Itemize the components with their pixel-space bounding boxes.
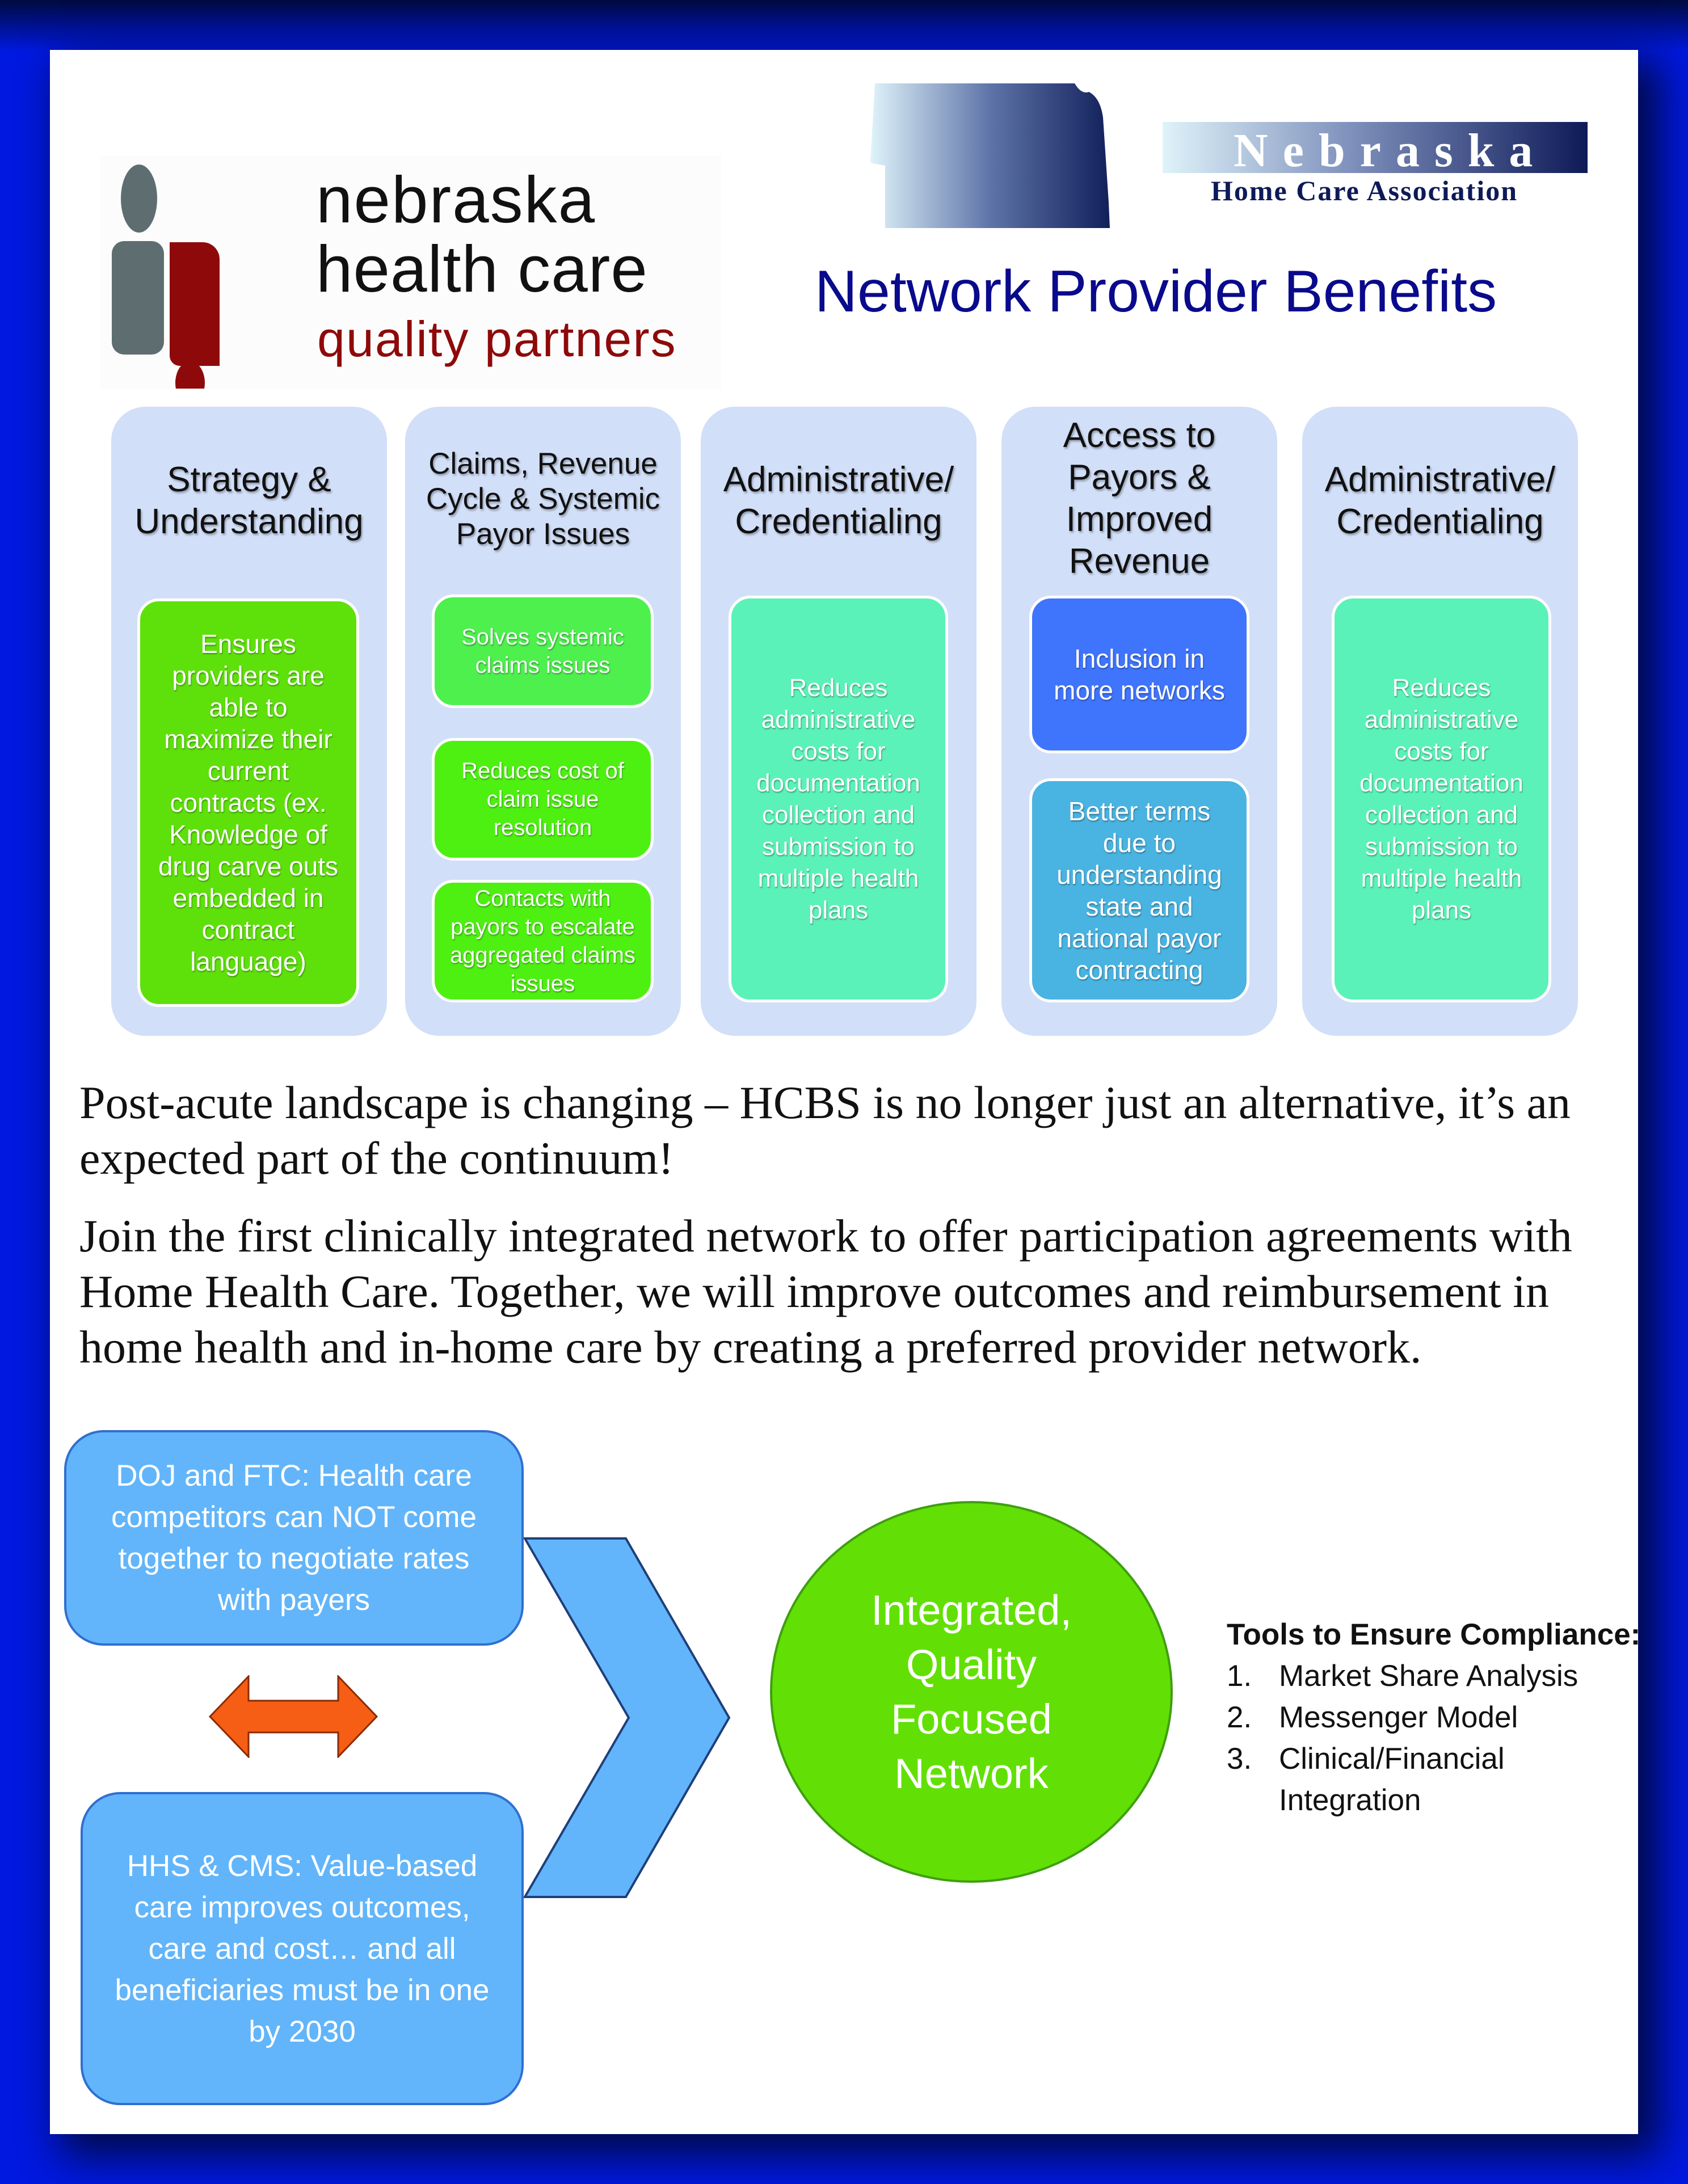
benefit-box: Reduces cost of claim issue resolution bbox=[432, 738, 654, 861]
column-heading: Access to Payors & Improved Revenue bbox=[1063, 416, 1216, 581]
column-heading: Administrative/ Credentialing bbox=[1324, 460, 1556, 541]
page-title: Network Provider Benefits bbox=[814, 259, 1497, 324]
tool-number: 3. bbox=[1227, 1742, 1252, 1776]
compliance-tools: Tools to Ensure Compliance: 1. Market Sha… bbox=[1227, 1614, 1640, 1821]
tool-text: Clinical/Financial Integration bbox=[1279, 1742, 1505, 1817]
benefit-column-admin-2: Administrative/ Credentialing Reduces ad… bbox=[1302, 407, 1578, 1036]
nebraska-state-icon bbox=[870, 83, 1110, 228]
tool-text: Messenger Model bbox=[1279, 1701, 1518, 1734]
benefit-column-access: Access to Payors & Improved Revenue Incl… bbox=[1001, 407, 1277, 1036]
logo-line-2: health care bbox=[316, 232, 648, 306]
network-circle: Integrated, Quality Focused Network bbox=[770, 1501, 1173, 1883]
double-arrow-icon bbox=[209, 1675, 378, 1758]
tool-item: 3. Clinical/Financial Integration bbox=[1227, 1738, 1640, 1821]
benefit-box: Better terms due to understanding state … bbox=[1029, 778, 1249, 1002]
intro-paragraph: Post-acute landscape is changing – HCBS … bbox=[79, 1077, 1571, 1184]
nhca-name: Nebraska bbox=[1234, 124, 1548, 177]
network-circle-label: Integrated, Quality Focused Network bbox=[871, 1586, 1072, 1797]
hhs-cms-box: HHS & CMS: Value-based care improves out… bbox=[81, 1792, 524, 2105]
benefit-box: Ensures providers are able to maximize t… bbox=[137, 598, 359, 1007]
benefit-box: Inclusion in more networks bbox=[1029, 596, 1249, 753]
logo-line-1: nebraska bbox=[316, 163, 596, 237]
doj-ftc-box: DOJ and FTC: Health care competitors can… bbox=[64, 1430, 524, 1646]
benefit-box: Reduces administrative costs for documen… bbox=[1332, 596, 1551, 1002]
nhca-banner bbox=[1163, 122, 1588, 173]
benefit-column-admin: Administrative/ Credentialing Reduces ad… bbox=[701, 407, 976, 1036]
benefit-box: Reduces administrative costs for documen… bbox=[729, 596, 948, 1002]
logo-line-3: quality partners bbox=[317, 311, 677, 367]
frame-top bbox=[0, 0, 1688, 51]
column-heading: Strategy & Understanding bbox=[134, 460, 364, 541]
tool-number: 1. bbox=[1227, 1659, 1252, 1693]
tool-item: 1. Market Share Analysis bbox=[1227, 1655, 1640, 1697]
tool-text: Market Share Analysis bbox=[1279, 1659, 1578, 1693]
column-heading: Administrative/ Credentialing bbox=[723, 460, 954, 541]
tools-heading: Tools to Ensure Compliance: bbox=[1227, 1618, 1641, 1651]
tool-item: 2. Messenger Model bbox=[1227, 1697, 1640, 1738]
column-heading: Claims, Revenue Cycle & Systemic Payor I… bbox=[426, 447, 660, 551]
nhca-subtitle: Home Care Association bbox=[1211, 175, 1518, 206]
benefit-box: Solves systemic claims issues bbox=[432, 595, 654, 708]
nhca-logo: Nebraska Home Care Association bbox=[870, 83, 1588, 231]
nhcqp-logo: nebraska health care quality partners bbox=[100, 156, 721, 390]
benefit-column-strategy: Strategy & Understanding Ensures provide… bbox=[111, 407, 387, 1036]
benefit-column-claims: Claims, Revenue Cycle & Systemic Payor I… bbox=[405, 407, 681, 1036]
tool-number: 2. bbox=[1227, 1701, 1252, 1734]
people-icon bbox=[112, 165, 220, 389]
join-paragraph: Join the first clinically integrated net… bbox=[79, 1210, 1572, 1373]
chevron-arrow-icon bbox=[524, 1537, 731, 1898]
benefit-box: Contacts with payors to escalate aggrega… bbox=[432, 880, 654, 1002]
